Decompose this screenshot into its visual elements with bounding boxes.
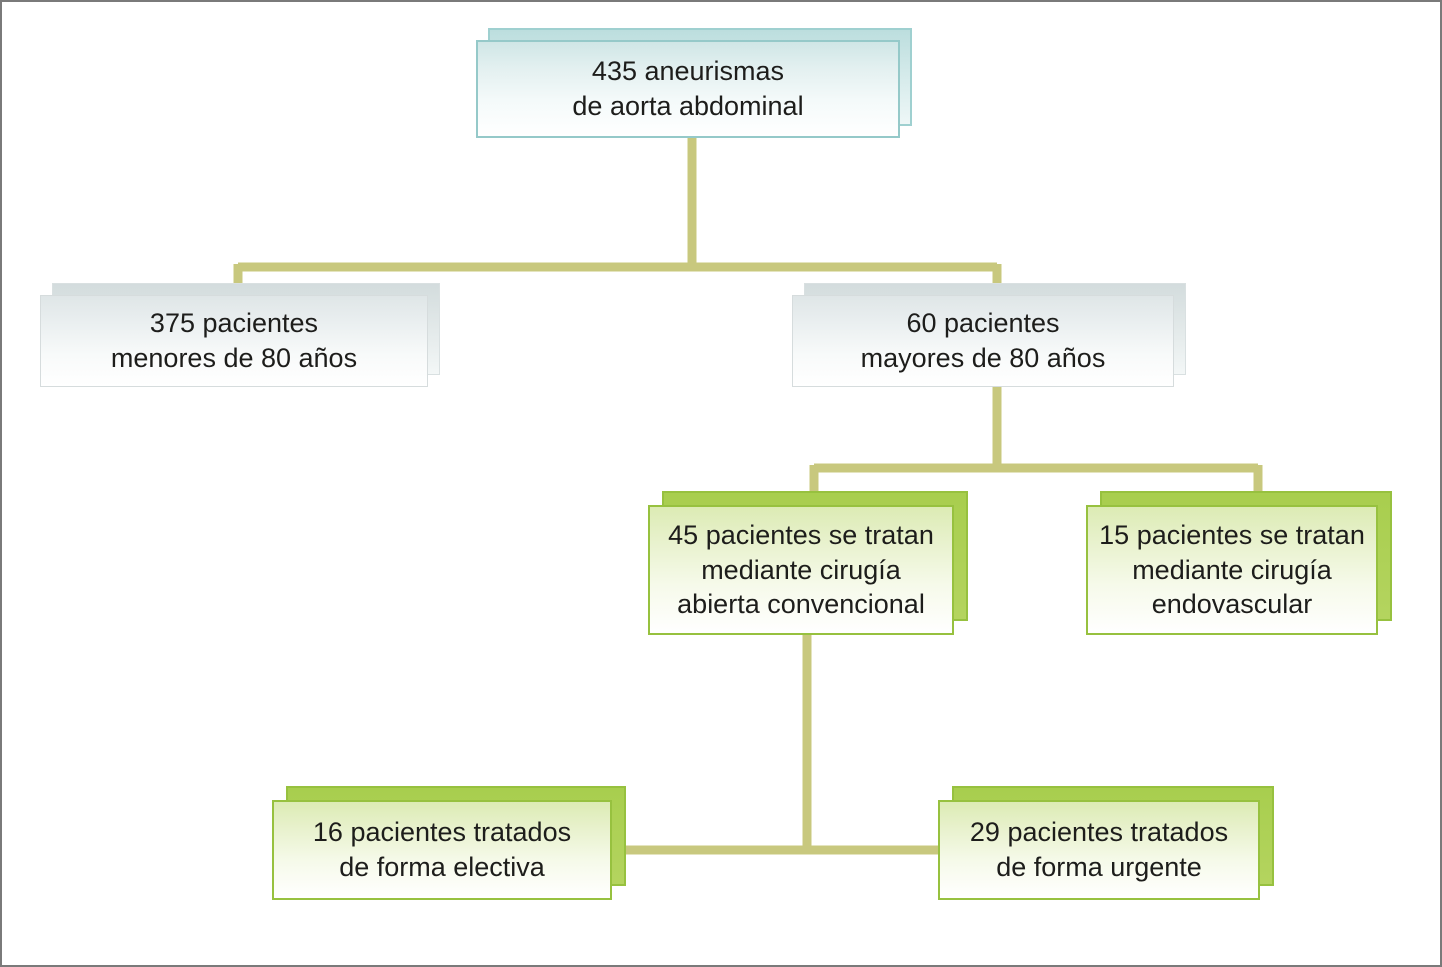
node-endovascular-face: 15 pacientes se tratan mediante cirugía … <box>1086 505 1378 635</box>
node-open-surgery-label: 45 pacientes se tratan mediante cirugía … <box>668 520 934 620</box>
node-open-surgery[interactable]: 45 pacientes se tratan mediante cirugía … <box>648 491 968 635</box>
node-endovascular-label: 15 pacientes se tratan mediante cirugía … <box>1099 520 1365 620</box>
node-under-80-face: 375 pacientes menores de 80 años <box>40 295 428 387</box>
node-over-80-label: 60 pacientes mayores de 80 años <box>860 308 1106 373</box>
node-urgent-face: 29 pacientes tratados de forma urgente <box>938 800 1260 900</box>
node-endovascular[interactable]: 15 pacientes se tratan mediante cirugía … <box>1086 491 1392 635</box>
node-under-80[interactable]: 375 pacientes menores de 80 años <box>40 283 440 387</box>
node-urgent[interactable]: 29 pacientes tratados de forma urgente <box>938 786 1274 900</box>
node-under-80-label: 375 pacientes menores de 80 años <box>110 308 358 373</box>
node-over-80[interactable]: 60 pacientes mayores de 80 años <box>792 283 1186 387</box>
node-open-surgery-face: 45 pacientes se tratan mediante cirugía … <box>648 505 954 635</box>
node-elective-label: 16 pacientes tratados de forma electiva <box>312 817 572 882</box>
node-root[interactable]: 435 aneurismas de aorta abdominal <box>476 28 912 138</box>
node-elective-face: 16 pacientes tratados de forma electiva <box>272 800 612 900</box>
node-root-label: 435 aneurismas de aorta abdominal <box>572 56 804 121</box>
node-root-face: 435 aneurismas de aorta abdominal <box>476 40 900 138</box>
node-urgent-label: 29 pacientes tratados de forma urgente <box>969 817 1229 882</box>
node-over-80-face: 60 pacientes mayores de 80 años <box>792 295 1174 387</box>
node-elective[interactable]: 16 pacientes tratados de forma electiva <box>272 786 626 900</box>
